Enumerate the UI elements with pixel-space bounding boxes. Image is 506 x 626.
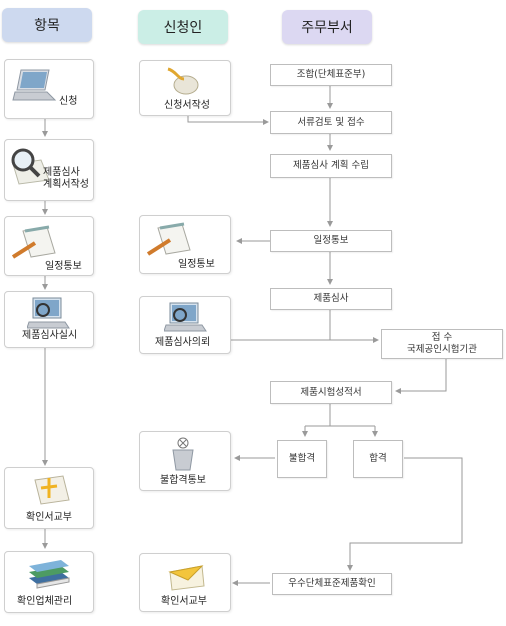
- mid-schedule-label: 일정통보: [178, 259, 215, 270]
- mid-issue-card: 확인서교부: [139, 553, 231, 612]
- left-exam-card: 제품심사실시: [4, 291, 94, 348]
- agency-review-label: 서류검토 및 접수: [297, 116, 365, 128]
- mid-request-card: 제품심사의뢰: [139, 296, 231, 354]
- header-agency: 주무부서: [282, 10, 372, 44]
- agency-lab-box: 접 수 국제공인시험기관: [381, 329, 503, 359]
- trash-can-icon: [172, 437, 194, 471]
- header-item: 항목: [2, 8, 92, 42]
- agency-fail-box: 불합격: [277, 440, 327, 478]
- left-issue-card: 확인서교부: [4, 467, 94, 529]
- mid-fail-label: 불합격통보: [160, 475, 206, 486]
- left-schedule-card: 일정통보: [4, 216, 94, 276]
- left-schedule-label: 일정통보: [45, 261, 82, 272]
- magnifier-document-icon: [11, 148, 50, 185]
- agency-report-box: 제품시험성적서: [270, 381, 392, 404]
- agency-report-label: 제품시험성적서: [300, 386, 362, 398]
- monitor-magnifier-icon: [164, 302, 207, 332]
- agency-exam-box: 제품심사: [270, 288, 392, 310]
- agency-union-box: 조합(단체표준부): [270, 64, 392, 86]
- agency-plan-label: 제품심사 계획 수립: [293, 160, 369, 171]
- left-plan-label-line1: 제품심사: [43, 167, 80, 178]
- header-applicant-label: 신청인: [163, 20, 203, 36]
- agency-exam-label: 제품심사: [313, 293, 349, 304]
- agency-confirm-label: 우수단체표준제품확인: [288, 578, 376, 589]
- left-manage-label: 확인업체관리: [17, 596, 73, 607]
- left-plan-label-line2: 계획서작성: [43, 179, 89, 190]
- agency-review-box: 서류검토 및 접수: [270, 111, 392, 134]
- mid-issue-label: 확인서교부: [161, 596, 207, 607]
- agency-schedule-label: 일정통보: [313, 235, 349, 246]
- left-exam-label: 제품심사실시: [22, 330, 78, 341]
- left-issue-label: 확인서교부: [26, 512, 72, 523]
- agency-pass-box: 합격: [353, 440, 403, 478]
- mouse-icon: [167, 67, 199, 95]
- agency-lab-label-line1: 접 수: [431, 332, 453, 343]
- laptop-icon: [12, 69, 57, 101]
- agency-schedule-box: 일정통보: [270, 230, 392, 252]
- agency-plan-box: 제품심사 계획 수립: [270, 154, 392, 178]
- header-item-label: 항목: [34, 18, 60, 34]
- agency-fail-label: 불합격: [288, 453, 316, 464]
- left-apply-card: 신청: [4, 59, 94, 119]
- agency-pass-label: 합격: [369, 453, 387, 464]
- envelope-icon: [168, 565, 205, 591]
- mid-schedule-card: 일정통보: [139, 215, 231, 274]
- left-apply-label: 신청: [59, 96, 78, 107]
- agency-lab-label-line2: 국제공인시험기관: [407, 344, 477, 355]
- monitor-magnifier-icon: [27, 297, 70, 329]
- calendar-pencil-icon: [11, 225, 56, 259]
- agency-union-label: 조합(단체표준부): [296, 69, 366, 80]
- header-applicant: 신청인: [138, 10, 228, 44]
- mid-fail-card: 불합격통보: [139, 431, 231, 491]
- mid-request-label: 제품심사의뢰: [155, 337, 211, 348]
- left-manage-card: 확인업체관리: [4, 551, 94, 613]
- header-agency-label: 주무부서: [301, 20, 353, 36]
- agency-confirm-box: 우수단체표준제품확인: [272, 573, 392, 595]
- certificate-icon: [34, 475, 70, 505]
- calendar-pencil-icon: [146, 222, 191, 256]
- mid-write-label: 신청서작성: [164, 100, 210, 111]
- books-icon: [29, 560, 70, 589]
- left-plan-card: 제품심사 계획서작성: [4, 139, 94, 201]
- mid-write-card: 신청서작성: [139, 60, 231, 116]
